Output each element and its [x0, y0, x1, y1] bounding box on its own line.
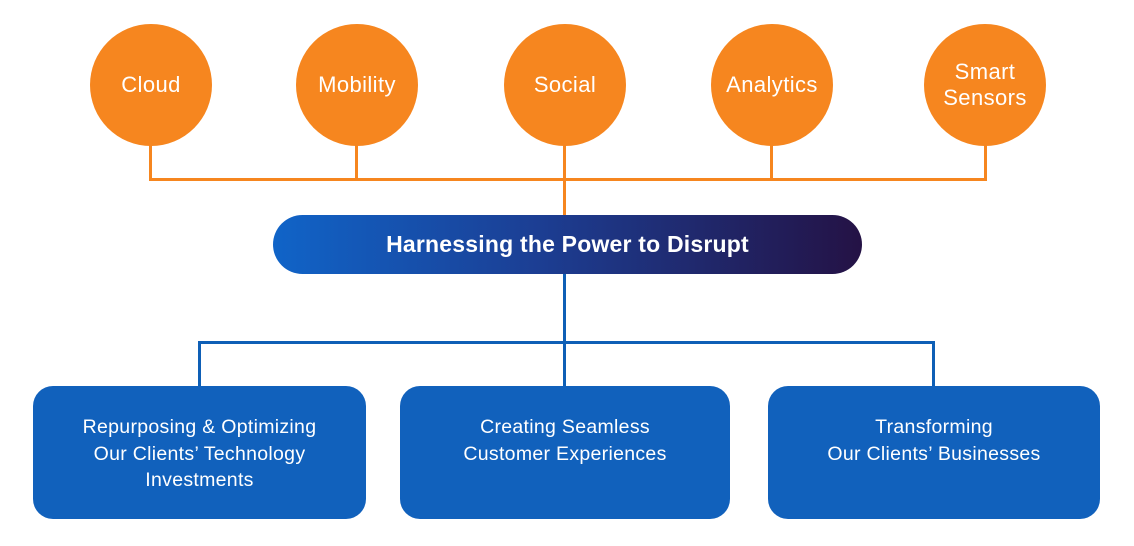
outcome-box-transforming-label: Transforming Our Clients’ Businesses [827, 416, 1041, 465]
node-mobility-label: Mobility [318, 72, 396, 97]
node-analytics-label: Analytics [726, 72, 818, 97]
connector-analytics-stem [770, 144, 773, 181]
connector-left-box-stem [198, 341, 201, 386]
node-social: Social [504, 24, 626, 146]
node-smart-sensors: Smart Sensors [924, 24, 1046, 146]
node-smart-sensors-label: Smart Sensors [943, 59, 1027, 110]
outcome-box-customer-experiences-label: Creating Seamless Customer Experiences [463, 416, 667, 465]
connector-center-stem [563, 274, 566, 386]
center-banner: Harnessing the Power to Disrupt [273, 215, 862, 274]
outcome-box-repurposing-label: Repurposing & Optimizing Our Clients’ Te… [82, 416, 317, 491]
connector-smart-sensors-stem [984, 144, 987, 181]
connector-cloud-stem [149, 144, 152, 181]
outcome-box-repurposing: Repurposing & Optimizing Our Clients’ Te… [33, 386, 366, 519]
connector-bottom-bus-line [198, 341, 935, 344]
connector-right-box-stem [932, 341, 935, 386]
node-cloud-label: Cloud [121, 72, 181, 97]
connector-mobility-stem [355, 144, 358, 181]
connector-top-bus-line [149, 178, 987, 181]
node-mobility: Mobility [296, 24, 418, 146]
outcome-box-transforming: Transforming Our Clients’ Businesses [768, 386, 1100, 519]
node-analytics: Analytics [711, 24, 833, 146]
outcome-box-customer-experiences: Creating Seamless Customer Experiences [400, 386, 730, 519]
node-cloud: Cloud [90, 24, 212, 146]
node-social-label: Social [533, 72, 597, 97]
center-banner-label: Harnessing the Power to Disrupt [386, 231, 749, 257]
